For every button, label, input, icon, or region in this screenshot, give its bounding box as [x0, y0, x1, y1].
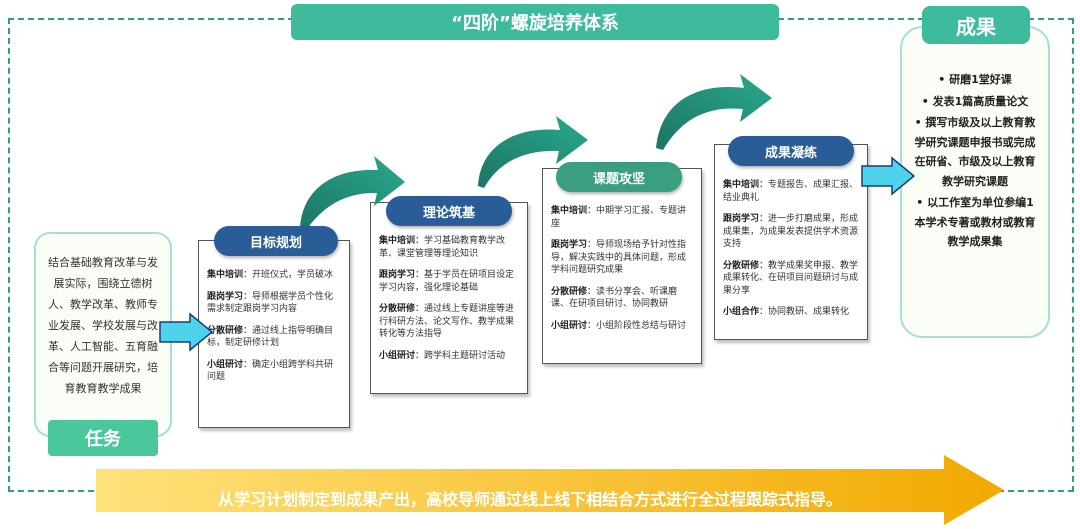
stage-project-tackling: 集中培训：中期学习汇报、专题讲座 跟岗学习：导师现场给予针对性指导，解决实践中的…: [542, 168, 702, 364]
result-box: • 研磨1堂好课 • 发表1篇高质量论文 • 撰写市级及以上教育教学研究课题申报…: [900, 26, 1050, 338]
stage-title: 目标规划: [214, 226, 338, 256]
item-label: 集中培训: [723, 180, 760, 190]
stage-item: 小组研讨：确定小组跨学科共研问题: [207, 359, 341, 384]
task-box: 结合基础教育改革与发展实际，围绕立德树人、教学改革、教师专业发展、学校发展与改革…: [34, 232, 172, 437]
stage-item: 小组合作：协同教研、成果转化: [723, 306, 859, 319]
stage-item: 跟岗学习：导师根据学员个性化需求制定跟岗学习内容: [207, 291, 341, 316]
item-text: ：跨学科主题研讨活动: [415, 350, 506, 361]
stage-item: 集中培训：学习基础教育教学改革、课堂管理等理论知识: [379, 235, 519, 260]
item-text: ：专题报告、成果汇报、结业典礼: [723, 180, 859, 203]
result-item: • 发表1篇高质量论文: [921, 94, 1029, 108]
stage-item: 分散研修：通过线上指导明确目标，制定研修计划: [207, 325, 341, 350]
result-item: • 撰写市级及以上教育教学研究课题申报书或完成在研省、市级及以上教育教学研究课题: [914, 116, 1036, 188]
item-label: 跟岗学习: [723, 214, 760, 224]
stage-goal-planning: 集中培训：开班仪式，学员破冰 跟岗学习：导师根据学员个性化需求制定跟岗学习内容 …: [198, 240, 350, 428]
stage-item: 小组研讨：小组阶段性总结与研讨: [551, 320, 693, 333]
curved-arrow-3: [656, 74, 772, 150]
item-text: ：导师根据学员个性化需求制定跟岗学习内容: [207, 291, 334, 315]
curved-arrow-1: [300, 156, 405, 232]
item-label: 跟岗学习: [379, 270, 416, 280]
item-text: ：通过线上指导明确目标，制定研修计划: [207, 325, 334, 349]
stage-item: 小组研讨：跨学科主题研讨活动: [379, 350, 519, 363]
item-text: ：导师现场给予针对性指导，解决实践中的具体问题，形成学科问题研究成果: [551, 240, 687, 275]
item-label: 小组合作: [723, 307, 760, 317]
item-label: 小组研讨: [551, 320, 588, 331]
bottom-banner-text: 从学习计划制定到成果产出，高校导师通过线上线下相结合方式进行全过程跟踪式指导。: [217, 490, 842, 509]
item-text: ：读书分享会、听课磨课、在研项目研讨、协同教研: [551, 286, 678, 310]
item-text: ：教学成果奖申报、教学成果转化、在研项目问题研讨与成果分享: [723, 260, 859, 296]
bottom-banner-arrow: [96, 455, 1004, 525]
stage-item: 跟岗学习：导师现场给予针对性指导，解决实践中的具体问题，形成学科问题研究成果: [551, 239, 693, 277]
result-item: • 研磨1堂好课: [938, 73, 1012, 86]
item-label: 分散研修: [551, 286, 588, 297]
item-text: ：中期学习汇报、专题讲座: [551, 206, 687, 229]
item-label: 小组研讨: [379, 350, 416, 361]
item-label: 分散研修: [379, 304, 416, 314]
item-label: 小组研讨: [207, 359, 244, 370]
task-text: 结合基础教育改革与发展实际，围绕立德树人、教学改革、教师专业发展、学校发展与改革…: [48, 256, 158, 395]
stage-title: 成果凝练: [728, 136, 854, 166]
item-label: 集中培训: [379, 236, 416, 246]
result-label: 成果: [922, 6, 1030, 44]
item-text: ：小组阶段性总结与研讨: [587, 320, 687, 331]
item-label: 集中培训: [207, 270, 244, 280]
stage-item: 跟岗学习：基于学员在研项目设定学习内容，强化理论基础: [379, 269, 519, 294]
item-text: ：开班仪式，学员破冰: [243, 270, 334, 280]
stage-item: 集中培训：专题报告、成果汇报、结业典礼: [723, 179, 859, 204]
stage-title: 课题攻坚: [556, 162, 682, 192]
stage-item: 集中培训：中期学习汇报、专题讲座: [551, 205, 693, 230]
stage-to-result-arrow: [861, 156, 916, 196]
result-item: • 以工作室为单位参编1本学术专著或教材或教育教学成果集: [914, 196, 1036, 248]
item-label: 集中培训: [551, 206, 588, 216]
item-text: ：通过线上专题讲座等进行科研方法、论文写作、教学成果转化等方法指导: [379, 304, 515, 339]
task-label: 任务: [48, 420, 158, 456]
stage-item: 集中培训：开班仪式，学员破冰: [207, 269, 341, 282]
item-label: 分散研修: [207, 325, 244, 336]
curved-arrow-2: [478, 116, 588, 188]
item-label: 跟岗学习: [207, 291, 244, 302]
item-text: ：确定小组跨学科共研问题: [207, 359, 334, 383]
item-text: ：基于学员在研项目设定学习内容，强化理论基础: [379, 270, 515, 293]
item-text: ：学习基础教育教学改革、课堂管理等理论知识: [379, 236, 506, 259]
stage-item: 分散研修：通过线上专题讲座等进行科研方法、论文写作、教学成果转化等方法指导: [379, 303, 519, 341]
stage-item: 分散研修：教学成果奖申报、教学成果转化、在研项目问题研讨与成果分享: [723, 260, 859, 298]
item-label: 分散研修: [723, 260, 760, 271]
stage-title: 理论筑基: [386, 196, 512, 226]
diagram-title: “四阶”螺旋培养体系: [291, 4, 779, 40]
task-to-stage-arrow: [159, 312, 214, 352]
item-text: ：协同教研、成果转化: [759, 307, 850, 317]
stage-item: 分散研修：读书分享会、听课磨课、在研项目研讨、协同教研: [551, 286, 693, 311]
item-text: ：进一步打磨成果，形成成果集，为成果发表提供学术资源支持: [723, 214, 859, 249]
stage-result-refining: 集中培训：专题报告、成果汇报、结业典礼 跟岗学习：进一步打磨成果，形成成果集，为…: [714, 144, 868, 340]
item-label: 跟岗学习: [551, 240, 588, 250]
stage-theory-foundation: 集中培训：学习基础教育教学改革、课堂管理等理论知识 跟岗学习：基于学员在研项目设…: [370, 202, 528, 394]
stage-item: 跟岗学习：进一步打磨成果，形成成果集，为成果发表提供学术资源支持: [723, 213, 859, 251]
